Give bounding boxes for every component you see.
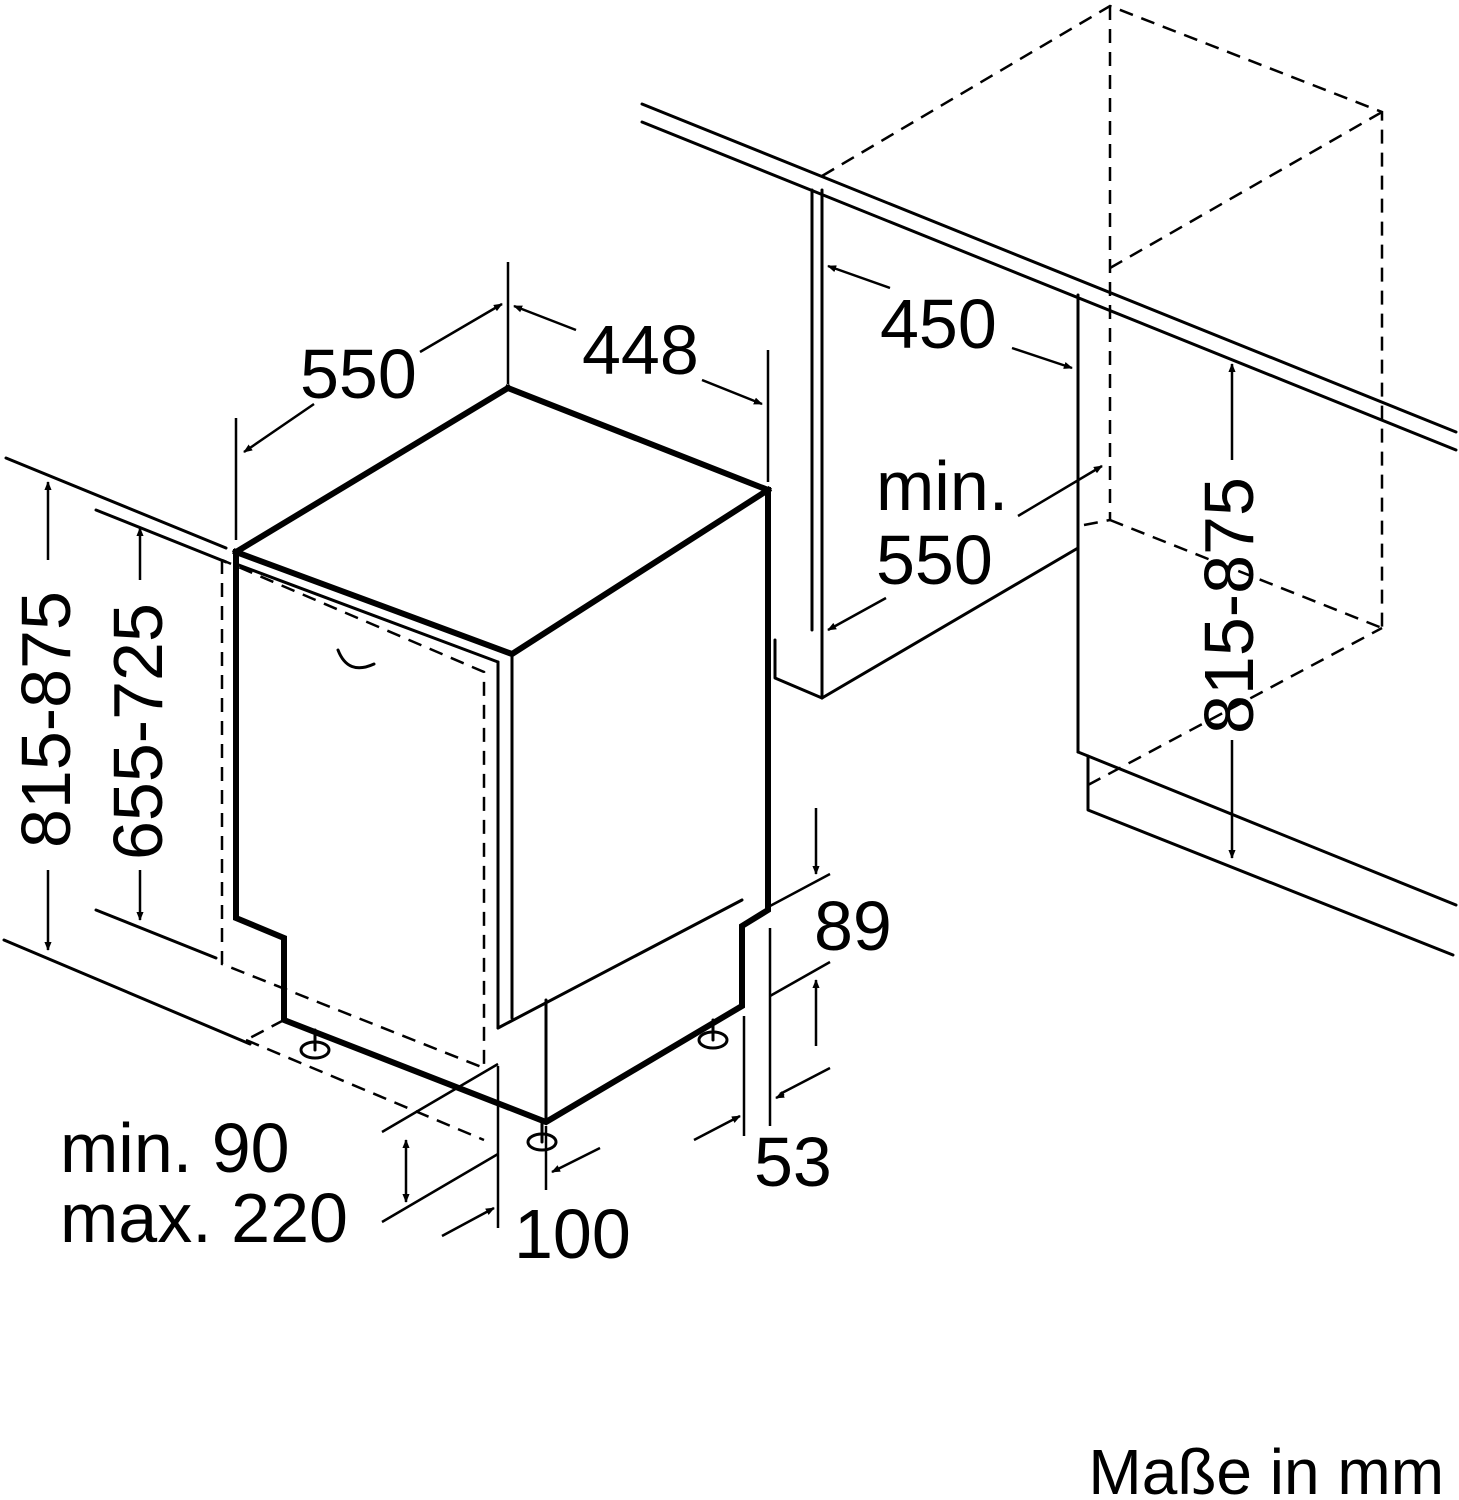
label-depth: 550	[300, 335, 417, 413]
label-plinth-min: min. 90	[60, 1109, 290, 1187]
label-plinth-top: 89	[814, 887, 892, 965]
door-handle-icon	[336, 648, 376, 670]
door-top-edge	[234, 562, 500, 664]
top-right-edge	[504, 384, 772, 494]
worktop-top-edge	[640, 102, 1458, 434]
right-cabinet-plinth	[1076, 750, 1455, 957]
dishwasher-body	[2, 383, 773, 1152]
top-front-edges	[232, 485, 773, 658]
label-niche-height: 815-875	[1190, 477, 1268, 734]
label-door-setback: 100	[514, 1195, 631, 1273]
units-caption: Maße in mm	[1088, 1436, 1444, 1500]
worktop-bottom-edge	[640, 120, 1458, 452]
label-plinth-max: max. 220	[60, 1179, 348, 1257]
floor-line-right	[1086, 754, 1458, 907]
niche-hidden-outline	[821, 4, 1384, 787]
dimension-labels: 550 448 450 min. 550 815-875 815-875 655…	[7, 285, 1444, 1500]
niche-floor-edge	[820, 546, 1080, 700]
label-total-height: 815-875	[7, 591, 85, 848]
floor-line-left	[2, 938, 252, 1046]
adjustable-feet	[299, 1018, 729, 1152]
dimension-lines	[44, 262, 1236, 1238]
label-width: 448	[582, 311, 699, 389]
worktop-reference-line	[4, 456, 228, 550]
door-bottom-reference-line	[94, 908, 218, 960]
left-cabinet-plinth	[773, 638, 824, 700]
kitchen-niche	[640, 4, 1458, 957]
door-top-reference-line	[94, 508, 228, 564]
top-left-edge	[231, 383, 513, 557]
label-niche-width: 450	[880, 285, 997, 363]
door-bottom-edge	[496, 898, 744, 1030]
label-niche-depth-prefix: min.	[876, 447, 1008, 525]
label-plinth-recess: 53	[754, 1123, 832, 1201]
label-niche-depth-value: 550	[876, 521, 993, 599]
door-panel-dashed-outline	[220, 558, 486, 1142]
label-door-height: 655-725	[99, 603, 177, 860]
